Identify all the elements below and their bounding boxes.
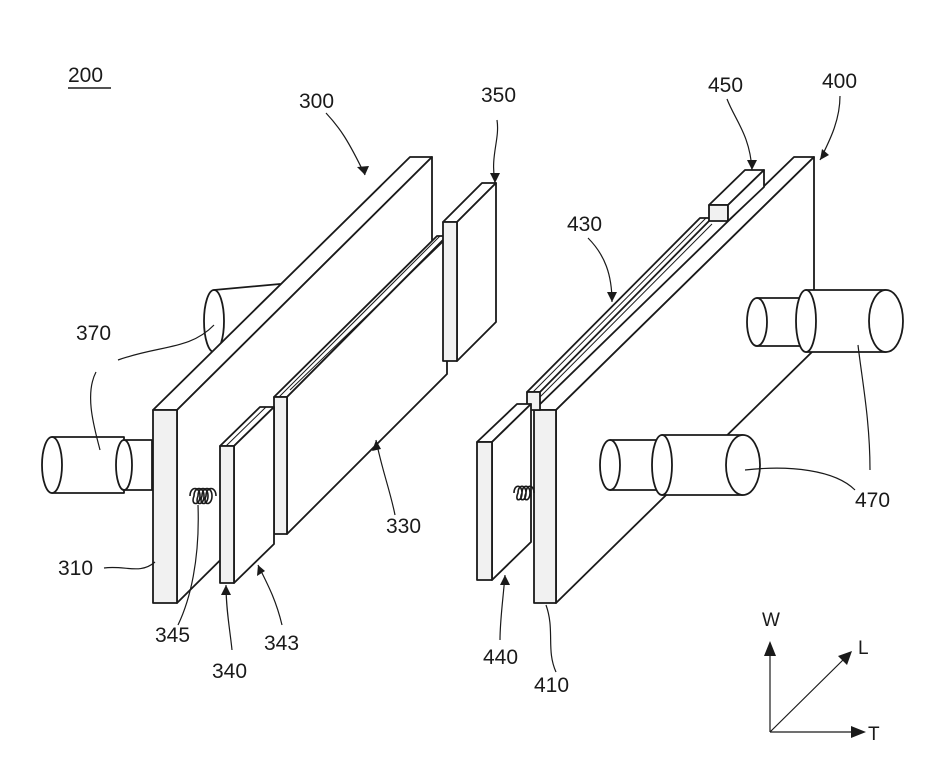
cylinder-370-front <box>42 437 152 493</box>
label-350: 350 <box>481 84 516 107</box>
label-430: 430 <box>567 213 602 236</box>
axis-label-t: T <box>868 724 880 745</box>
axis-label-w: W <box>762 610 780 631</box>
block-350 <box>443 183 496 361</box>
cylinder-470-upper <box>747 290 903 352</box>
axis-label-l: L <box>858 638 869 659</box>
label-345: 345 <box>155 624 190 647</box>
label-330: 330 <box>386 515 421 538</box>
label-370: 370 <box>76 322 111 345</box>
label-470: 470 <box>855 489 890 512</box>
label-450: 450 <box>708 74 743 97</box>
label-340: 340 <box>212 660 247 683</box>
label-440: 440 <box>483 646 518 669</box>
block-440 <box>477 404 531 580</box>
label-343: 343 <box>264 632 299 655</box>
label-310: 310 <box>58 557 93 580</box>
label-400: 400 <box>822 70 857 93</box>
label-410: 410 <box>534 674 569 697</box>
cylinder-470-lower <box>600 435 760 495</box>
figure-number: 200 <box>68 64 103 87</box>
label-300: 300 <box>299 90 334 113</box>
axis-indicator <box>764 641 866 738</box>
